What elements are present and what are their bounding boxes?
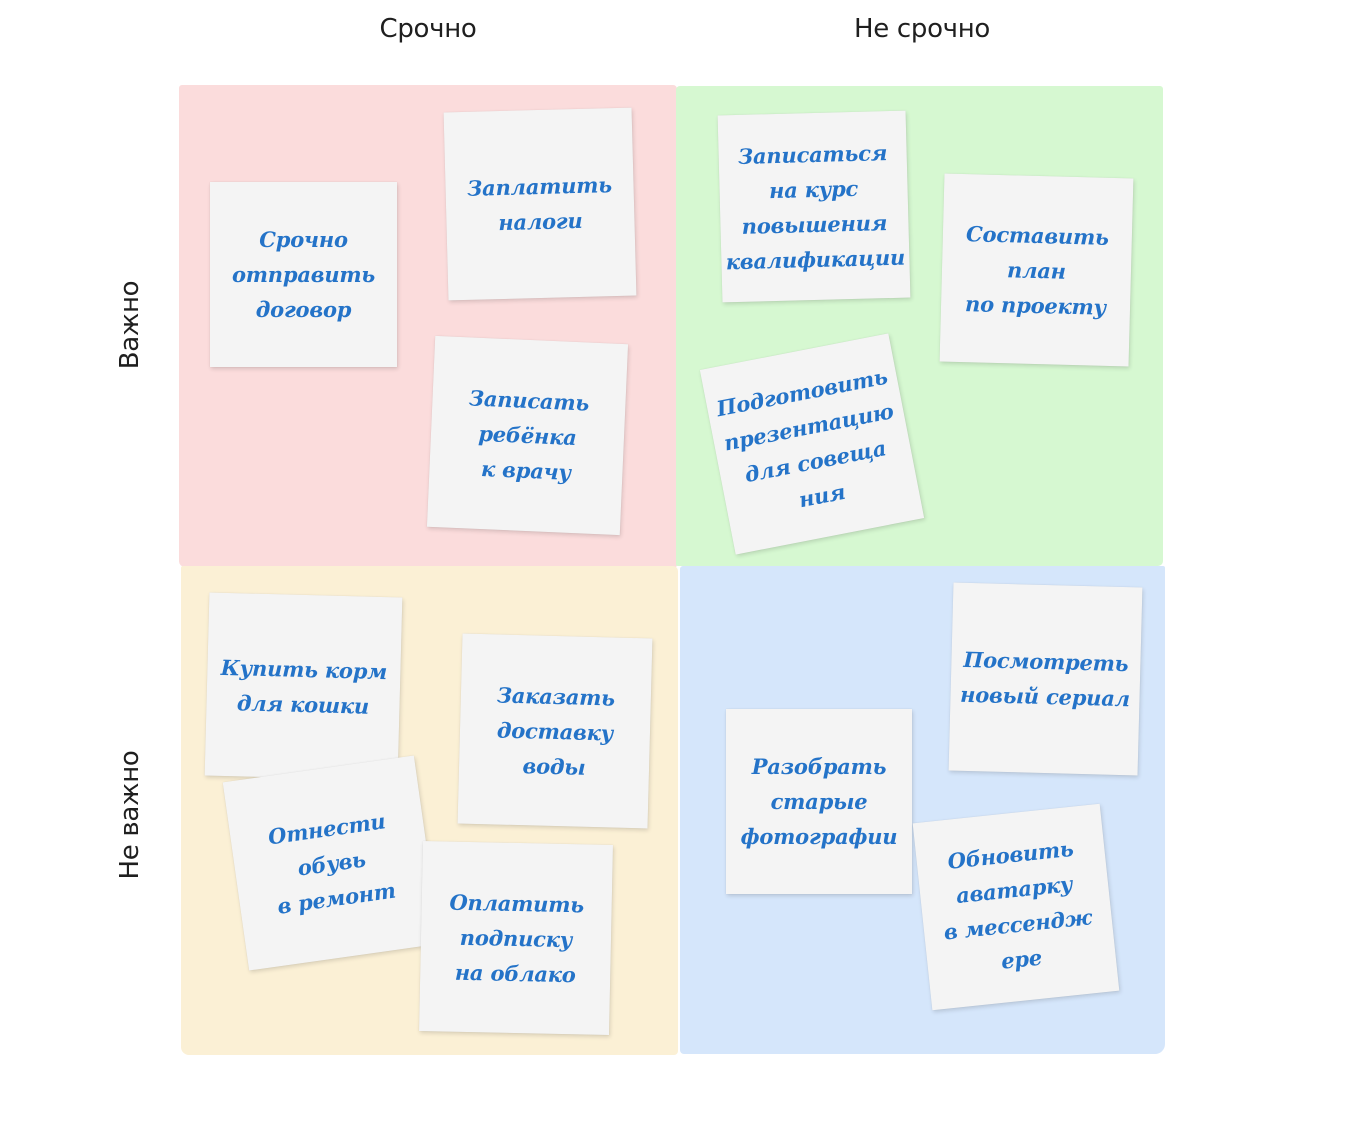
sticky-note-text: Заплатить налоги <box>466 172 613 236</box>
row-header-not-important: Не важно <box>115 750 145 880</box>
sticky-note-text: Записаться на курс повышения квалификаци… <box>725 139 906 274</box>
sticky-note-text: Обновить аватарку в мессендж ере <box>942 835 1094 974</box>
sticky-note[interactable]: Разобрать старые фотографии <box>726 709 912 894</box>
column-header-not-urgent: Не срочно <box>853 14 991 44</box>
sticky-note-text: Посмотреть новый сериал <box>959 646 1131 712</box>
sticky-note[interactable]: Обновить аватарку в мессендж ере <box>912 803 1120 1011</box>
sticky-note-text: Купить корм для кошки <box>220 654 388 719</box>
sticky-note[interactable]: Записаться на курс повышения квалификаци… <box>717 110 911 303</box>
sticky-note[interactable]: Заказать доставку воды <box>457 633 653 829</box>
sticky-note[interactable]: Отнести обувь в ремонт <box>222 755 441 971</box>
sticky-note-text: Срочно отправить договор <box>231 227 376 322</box>
sticky-note[interactable]: Записать ребёнка к врачу <box>426 335 629 536</box>
sticky-note[interactable]: Заплатить налоги <box>443 107 637 301</box>
sticky-note-text: Разобрать старые фотографии <box>740 754 898 849</box>
sticky-note[interactable]: Составить план по проекту <box>939 173 1134 367</box>
sticky-note[interactable]: Посмотреть новый сериал <box>948 582 1143 776</box>
sticky-note-text: Составить план по проекту <box>964 220 1110 320</box>
sticky-note[interactable]: Подготовить презентацию для совеща ния <box>699 333 925 555</box>
sticky-note[interactable]: Купить корм для кошки <box>204 592 403 781</box>
sticky-note[interactable]: Срочно отправить договор <box>210 182 397 367</box>
sticky-note-text: Заказать доставку воды <box>496 681 616 780</box>
column-header-urgent: Срочно <box>379 14 477 44</box>
sticky-note[interactable]: Оплатить подписку на облако <box>419 841 613 1035</box>
sticky-note-text: Записать ребёнка к врачу <box>468 385 590 485</box>
row-header-important: Важно <box>115 280 145 370</box>
sticky-note-text: Отнести обувь в ремонт <box>266 807 398 919</box>
sticky-note-text: Подготовить презентацию для совеща ния <box>714 363 896 513</box>
sticky-note-text: Оплатить подписку на облако <box>449 889 585 987</box>
